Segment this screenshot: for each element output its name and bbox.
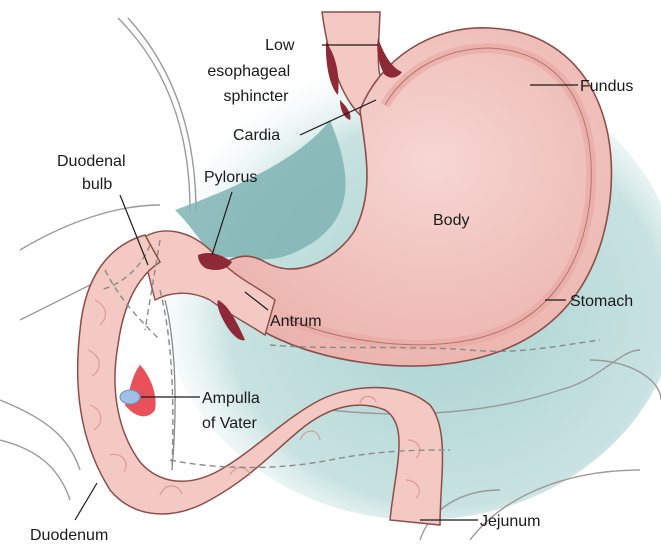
label-pylorus: Pylorus — [204, 169, 257, 186]
label-jejunum: Jejunum — [480, 513, 540, 530]
label-fundus: Fundus — [580, 78, 633, 95]
label-cardia: Cardia — [233, 127, 280, 144]
ampulla-of-vater-papilla — [120, 390, 140, 404]
label-duodenal-bulb: Duodenal bulb — [57, 153, 130, 193]
label-antrum: Antrum — [270, 313, 322, 330]
label-duodenum: Duodenum — [30, 527, 108, 544]
label-low-esophageal-sphincter: Low esophageal sphincter — [207, 37, 299, 105]
label-stomach: Stomach — [570, 293, 633, 310]
label-body: Body — [433, 212, 469, 229]
